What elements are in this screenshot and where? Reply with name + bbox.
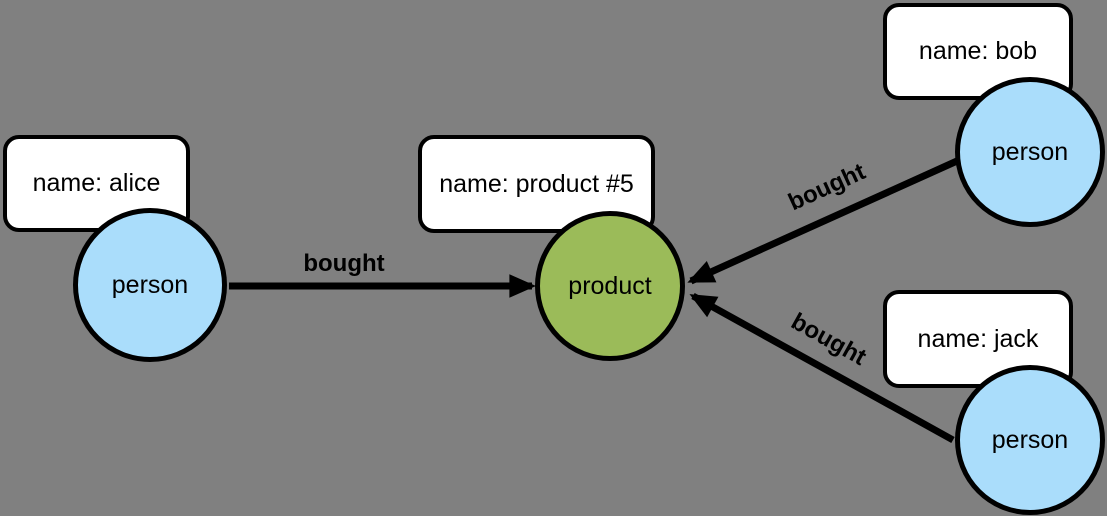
property-text-bob: name: bob xyxy=(918,37,1038,65)
property-box-alice: name: alice xyxy=(3,135,190,232)
node-product: product xyxy=(535,211,685,361)
edge-bob-bought-product xyxy=(687,157,959,285)
node-person-bob: person xyxy=(955,77,1105,227)
node-label-alice: person xyxy=(111,270,189,299)
property-text-jack: name: jack xyxy=(917,324,1039,353)
property-text-alice: name: alice xyxy=(32,169,161,197)
property-text-product: name: product #5 xyxy=(439,169,634,198)
node-label-product: product xyxy=(568,271,652,300)
node-label-jack: person xyxy=(991,425,1069,454)
node-label-bob: person xyxy=(991,137,1069,166)
node-person-jack: person xyxy=(955,365,1105,515)
edge-label-bob-bought: bought xyxy=(784,158,869,216)
edge-label-jack-bought: bought xyxy=(787,308,871,371)
edge-label-alice-bought: bought xyxy=(303,250,384,277)
node-person-alice: person xyxy=(73,208,227,362)
